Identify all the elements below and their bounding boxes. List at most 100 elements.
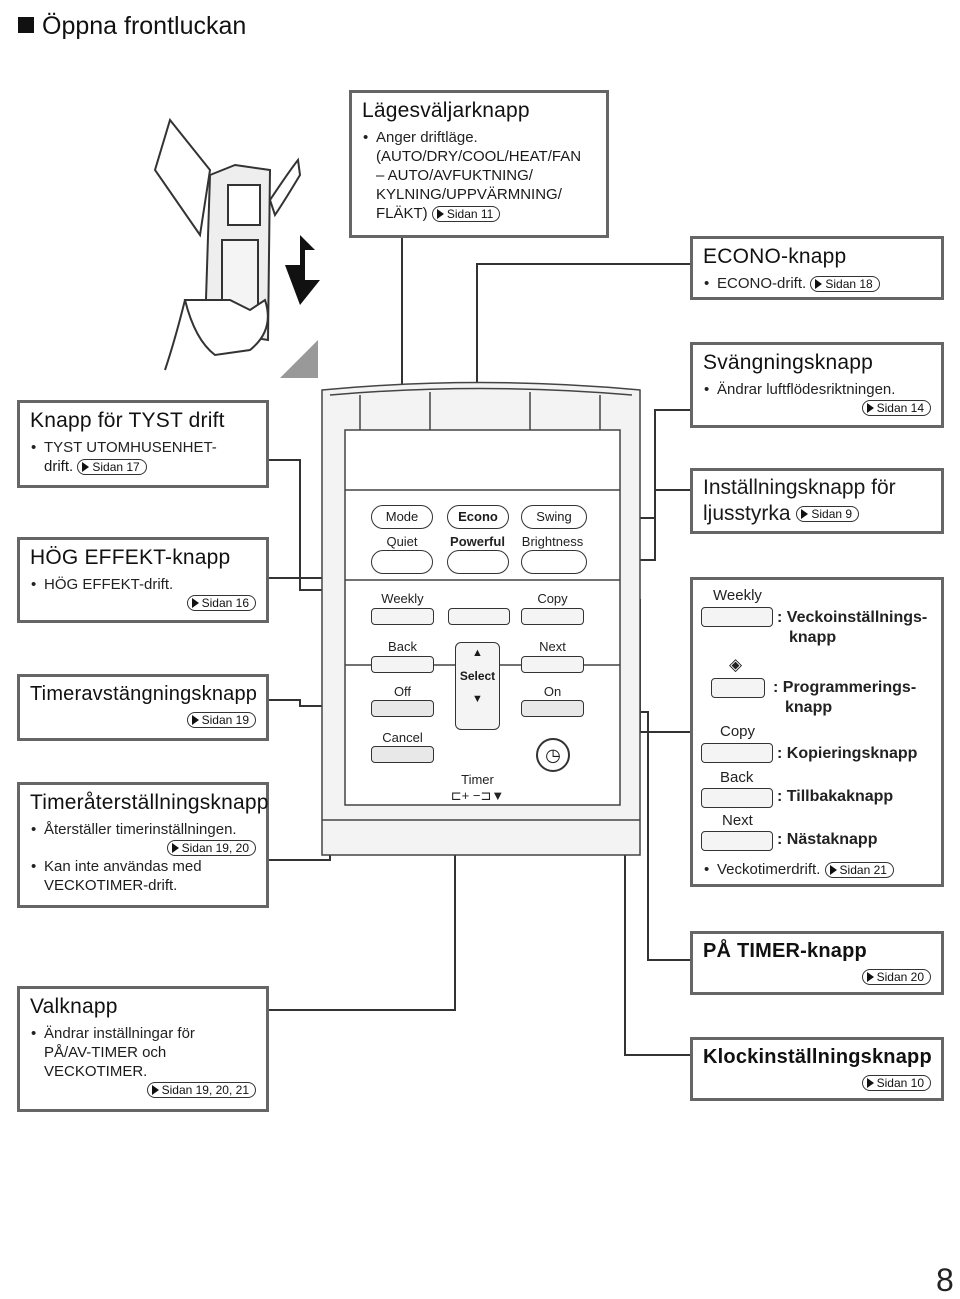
on-timer-box-title: PÅ TIMER-knapp	[703, 940, 867, 962]
program-key-desc-1: : Programmerings-	[773, 679, 917, 696]
remote-quiet-label: Quiet	[386, 534, 418, 549]
cancel-box-title: Timeråterställningsknapp	[30, 791, 269, 814]
weekly-footer-text: Veckotimerdrift.	[717, 861, 821, 878]
powerful-text: HÖG EFFEKT-drift.	[30, 575, 256, 594]
clock-page-ref[interactable]: Sidan 10	[861, 1074, 931, 1091]
down-arrow-icon: ▼	[472, 693, 483, 705]
remote-program-button[interactable]	[448, 608, 510, 625]
remote-weekly-label: Weekly	[381, 591, 424, 606]
clock-icon: ◷	[545, 745, 561, 765]
brightness-button-box: Inställningsknapp för ljusstyrka Sidan 9	[690, 468, 944, 534]
quiet-text-1: TYST UTOMHUSENHET-	[30, 438, 256, 457]
econo-text: ECONO-drift.	[717, 275, 807, 292]
remote-powerful-button[interactable]	[447, 550, 509, 574]
play-icon	[866, 971, 874, 982]
remote-copy-button[interactable]	[521, 608, 584, 625]
remote-select-button[interactable]: ▲ Select ▼	[455, 642, 500, 730]
powerful-page-ref[interactable]: Sidan 16	[186, 594, 256, 611]
select-page-ref[interactable]: Sidan 19, 20, 21	[146, 1081, 256, 1098]
play-icon	[866, 402, 874, 413]
remote-select-label: Select	[459, 669, 496, 683]
cancel-text-1: Återställer timerinställningen.	[30, 820, 256, 839]
remote-copy-label: Copy	[537, 591, 568, 606]
play-icon	[191, 714, 199, 725]
page-title: Öppna frontluckan	[18, 12, 246, 41]
mode-page-ref[interactable]: Sidan 11	[431, 206, 501, 223]
quiet-box-title: Knapp för TYST drift	[30, 409, 225, 432]
cancel-text-2: Kan inte användas med	[30, 857, 256, 876]
remote-in-hand-illustration	[153, 117, 302, 371]
brightness-title-2: ljusstyrka	[703, 502, 791, 525]
play-icon	[801, 509, 809, 520]
back-key-desc: : Tillbakaknapp	[777, 788, 894, 805]
remote-brightness-label: Brightness	[521, 534, 584, 549]
title-square-icon	[18, 17, 34, 33]
weekly-key-desc-1: : Veckoinställnings-	[777, 609, 928, 626]
page-number: 8	[936, 1262, 954, 1298]
powerful-button-box: HÖG EFFEKT-knapp HÖG EFFEKT-drift. Sidan…	[17, 537, 269, 623]
on-timer-page-ref[interactable]: Sidan 20	[861, 968, 931, 985]
play-icon	[436, 209, 444, 220]
brightness-title-1: Inställningsknapp för	[703, 476, 896, 499]
swing-box-title: Svängningsknapp	[703, 351, 873, 374]
remote-powerful-label: Powerful	[450, 534, 505, 549]
clock-box-title: Klockinställningsknapp	[703, 1046, 932, 1068]
mode-line-5: FLÄKT)	[376, 205, 428, 222]
cancel-timer-box: Timeråterställningsknapp Återställer tim…	[17, 782, 269, 908]
remote-clock-button[interactable]: ◷	[536, 738, 570, 772]
down-arrow-icon	[285, 235, 320, 305]
play-icon	[191, 597, 199, 608]
select-box-title: Valknapp	[30, 995, 118, 1018]
clock-button-box: Klockinställningsknapp Sidan 10	[690, 1037, 944, 1101]
cancel-page-ref[interactable]: Sidan 19, 20	[166, 839, 256, 856]
weekly-key-label: Weekly	[713, 587, 762, 604]
off-timer-box-title: Timeravstängningsknapp	[30, 683, 258, 705]
triangle-icon	[280, 340, 318, 378]
up-arrow-icon: ▲	[472, 647, 483, 659]
remote-next-label: Next	[539, 639, 566, 654]
econo-page-ref[interactable]: Sidan 18	[810, 276, 880, 293]
remote-off-button[interactable]	[371, 700, 434, 717]
off-timer-page-ref[interactable]: Sidan 19	[186, 711, 256, 728]
copy-key	[701, 743, 773, 763]
remote-cancel-label: Cancel	[382, 730, 423, 745]
off-timer-box: Timeravstängningsknapp Sidan 19	[17, 674, 269, 741]
on-timer-box: PÅ TIMER-knapp Sidan 20	[690, 931, 944, 995]
remote-mode-button[interactable]: Mode	[371, 505, 433, 529]
remote-econo-button[interactable]: Econo	[447, 505, 509, 529]
remote-swing-button[interactable]: Swing	[521, 505, 587, 529]
remote-back-button[interactable]	[371, 656, 434, 673]
mode-line-1: Anger driftläge.	[362, 128, 596, 147]
play-icon	[829, 865, 837, 876]
play-icon	[151, 1084, 159, 1095]
next-key-label: Next	[722, 812, 753, 829]
select-button-box: Valknapp Ändrar inställningar för PÅ/AV-…	[17, 986, 269, 1112]
remote-back-label: Back	[388, 639, 417, 654]
econo-button-box: ECONO-knapp ECONO-drift. Sidan 18	[690, 236, 944, 300]
remote-next-button[interactable]	[521, 656, 584, 673]
program-key-desc-2: knapp	[785, 699, 833, 716]
remote-weekly-button[interactable]	[371, 608, 434, 625]
remote-cancel-button[interactable]	[371, 746, 434, 763]
battery-icon: ⊏+ −⊐▼	[450, 788, 505, 803]
remote-quiet-button[interactable]	[371, 550, 433, 574]
copy-key-desc: : Kopieringsknapp	[777, 745, 918, 762]
mode-button-box: Lägesväljarknapp Anger driftläge. (AUTO/…	[349, 90, 609, 238]
quiet-button-box: Knapp för TYST drift TYST UTOMHUSENHET- …	[17, 400, 269, 488]
quiet-page-ref[interactable]: Sidan 17	[77, 459, 147, 476]
brightness-page-ref[interactable]: Sidan 9	[796, 506, 860, 523]
mode-line-2: (AUTO/DRY/COOL/HEAT/FAN	[376, 148, 582, 165]
mode-box-title: Lägesväljarknapp	[362, 99, 530, 122]
remote-timer-label: Timer	[461, 772, 494, 787]
remote-on-label: On	[543, 684, 562, 699]
select-line-1: Ändrar inställningar för	[30, 1024, 256, 1043]
program-key	[711, 678, 765, 698]
program-icon: ◈	[729, 655, 743, 674]
remote-on-button[interactable]	[521, 700, 584, 717]
weekly-keys-box: Weekly : Veckoinställnings- knapp ◈ : Pr…	[690, 577, 944, 887]
weekly-page-ref[interactable]: Sidan 21	[824, 862, 894, 879]
remote-brightness-button[interactable]	[521, 550, 587, 574]
swing-page-ref[interactable]: Sidan 14	[861, 399, 931, 416]
back-key	[701, 788, 773, 808]
copy-key-label: Copy	[720, 723, 756, 740]
